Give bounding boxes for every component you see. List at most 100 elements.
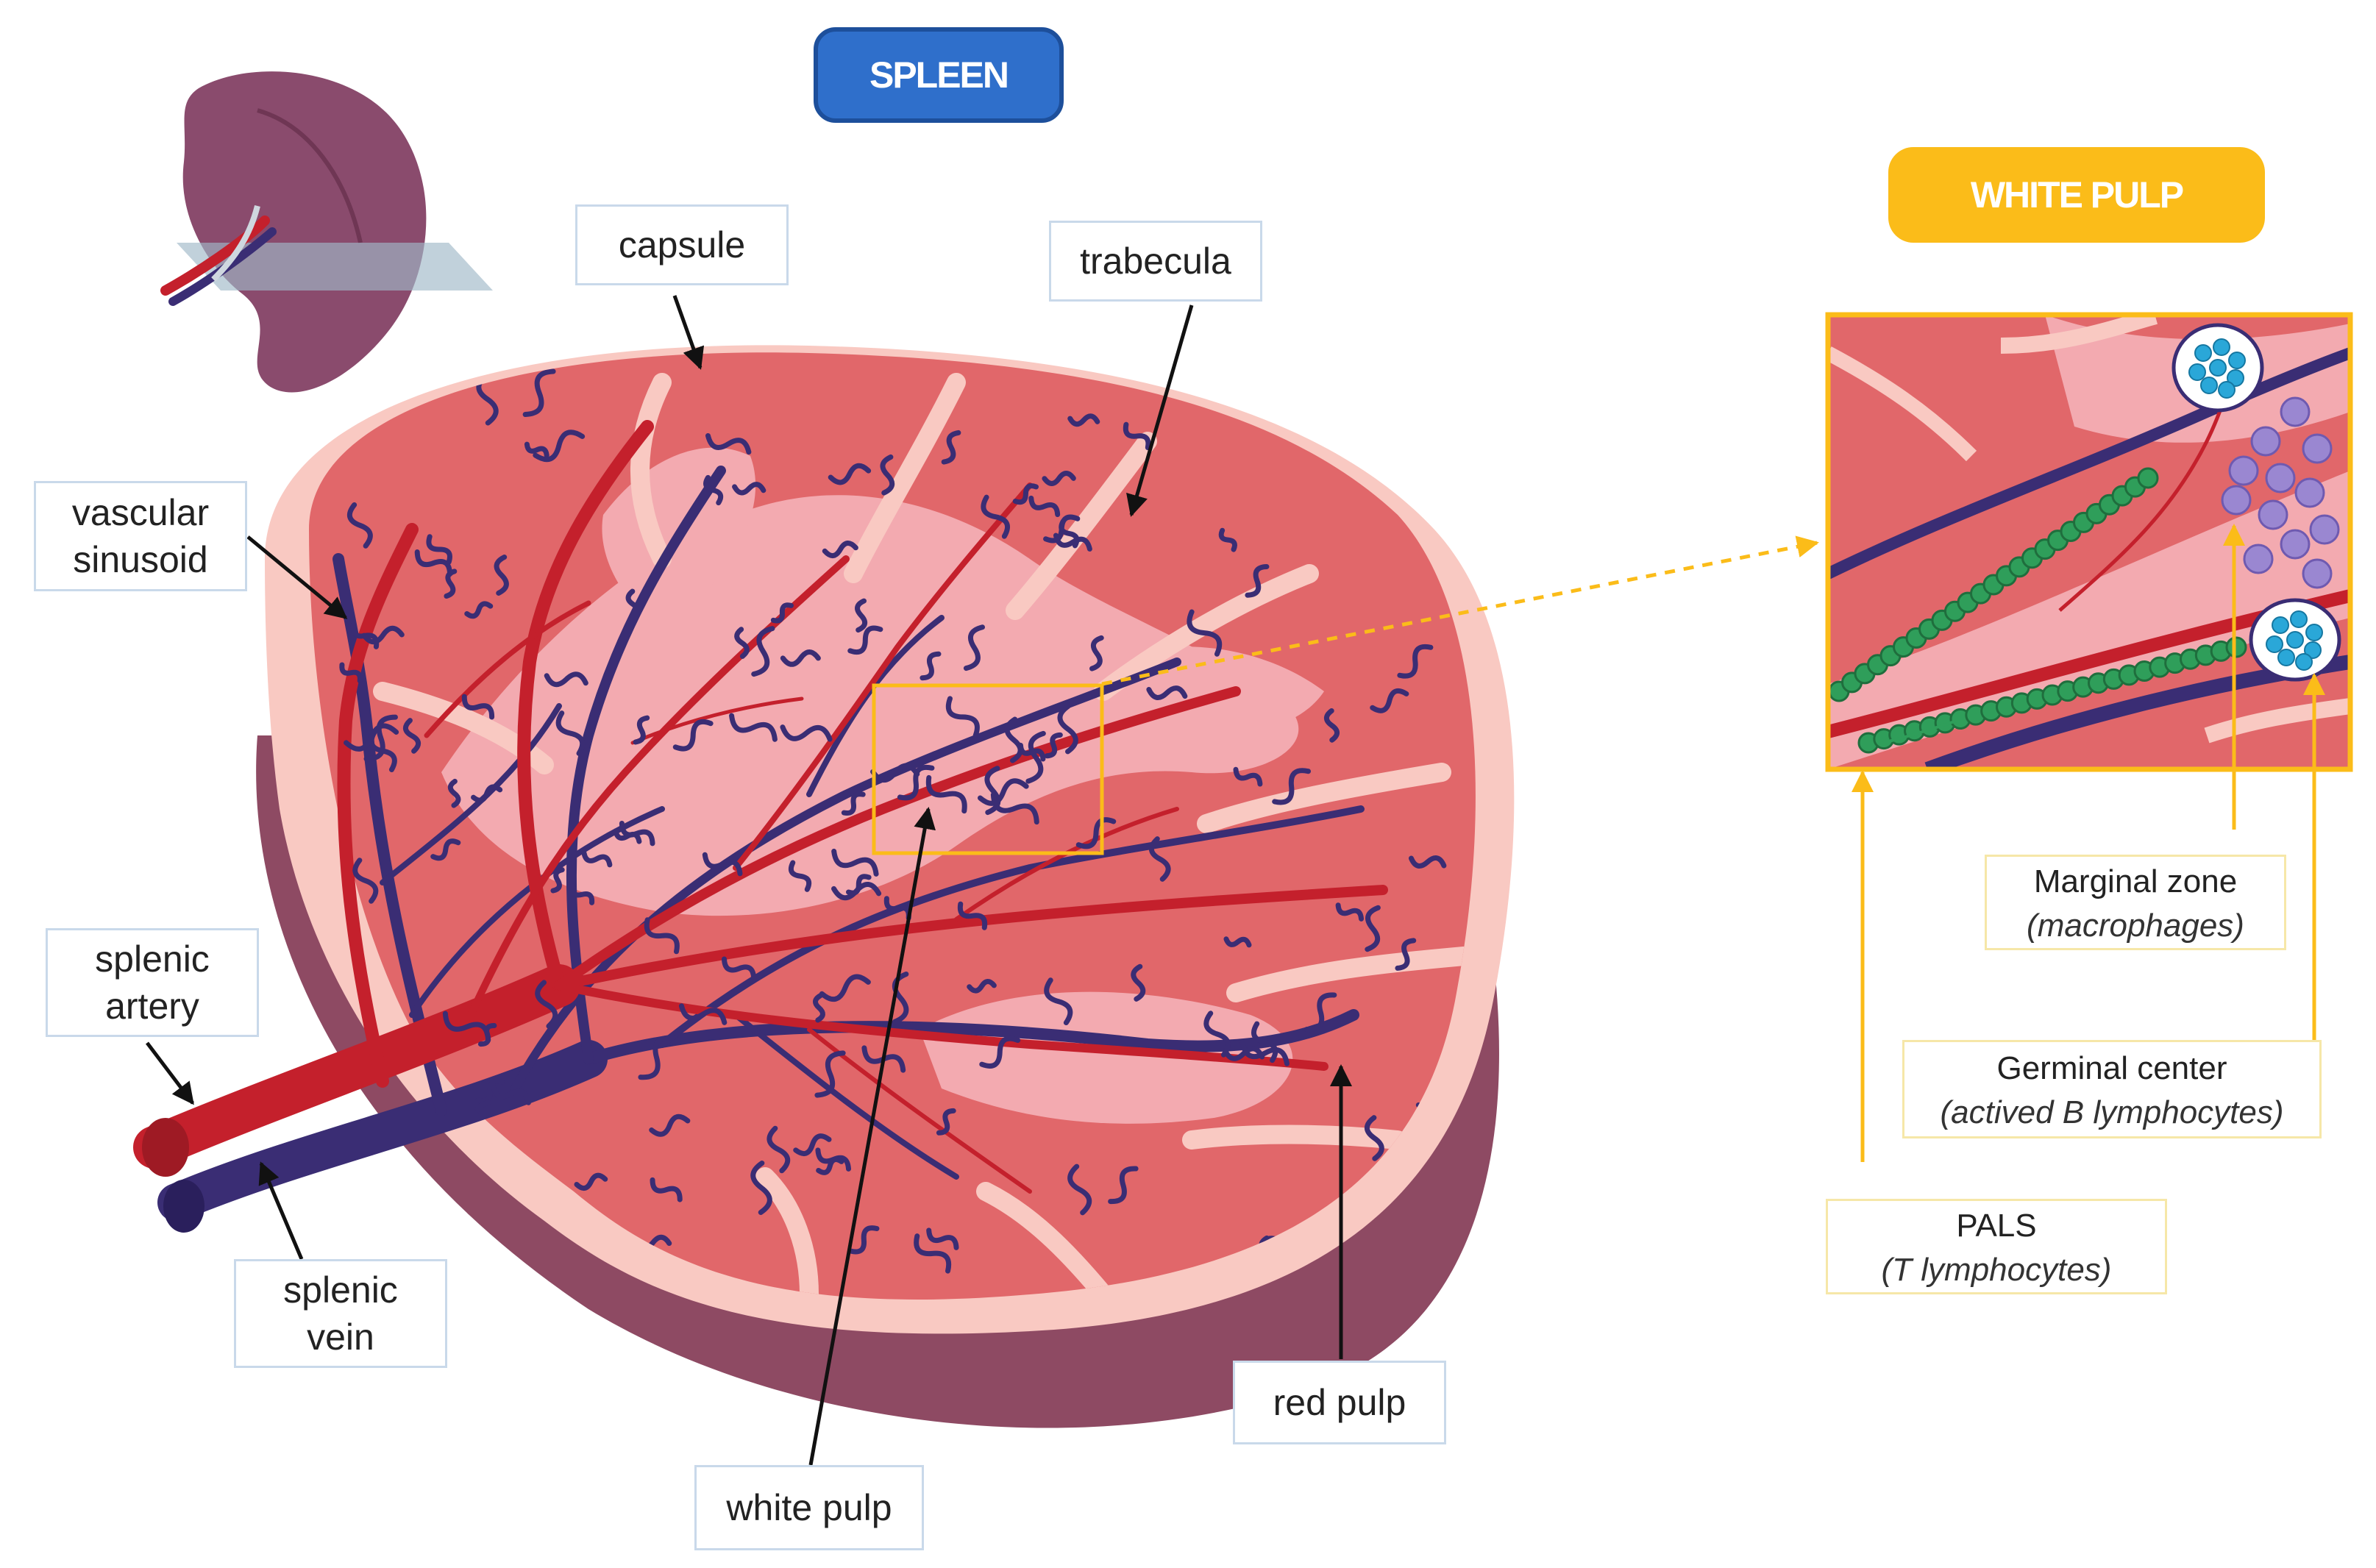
sinusoid-squiggle bbox=[490, 1083, 531, 1105]
sinusoid-squiggle bbox=[914, 1233, 952, 1274]
sinusoid-squiggle bbox=[361, 625, 405, 645]
sinusoid-squiggle bbox=[555, 710, 586, 756]
sinusoid-squiggle bbox=[703, 474, 724, 506]
macrophage bbox=[2250, 426, 2281, 457]
sinusoid-squiggle bbox=[788, 860, 812, 892]
vein-opening bbox=[163, 1180, 204, 1233]
sinusoid-squiggle bbox=[1148, 836, 1171, 882]
sinusoid-squiggle bbox=[780, 649, 821, 667]
splenic-artery-line2: artery bbox=[105, 986, 199, 1027]
t-lymphocyte bbox=[2225, 636, 2247, 658]
sinusoid-squiggle bbox=[1067, 1163, 1092, 1216]
sinusoid-squiggle bbox=[702, 852, 743, 877]
red-pulp-label-text: red pulp bbox=[1273, 1382, 1406, 1423]
splenic-vein-line1: splenic bbox=[283, 1269, 398, 1311]
marginal-zone-macrophages bbox=[2221, 396, 2340, 589]
b-lymphocyte bbox=[2305, 624, 2323, 641]
sinusoid-squiggle bbox=[1187, 609, 1223, 657]
b-lymphocyte bbox=[2227, 369, 2244, 387]
sinusoid-squiggle bbox=[721, 956, 757, 981]
sinusoid-squiggle bbox=[1365, 905, 1381, 952]
marginal-zone-label: Marginal zone (macrophages) bbox=[1985, 855, 2286, 950]
sinusoid-squiggle bbox=[494, 555, 509, 596]
trabecula-label-text: trabecula bbox=[1080, 240, 1231, 282]
sinusoid-squiggle bbox=[550, 867, 565, 894]
sinusoid-squiggle bbox=[475, 1078, 505, 1104]
sinusoid-squiggle bbox=[430, 838, 461, 861]
sinusoid-squiggle bbox=[613, 828, 642, 844]
sinusoid-squiggle bbox=[1044, 977, 1073, 1026]
sinusoid-squiggle bbox=[963, 624, 985, 671]
sinusoid-squiggle bbox=[649, 1113, 691, 1137]
trabecula-label: trabecula bbox=[1049, 221, 1262, 302]
macrophage bbox=[2243, 544, 2274, 574]
macrophage bbox=[2309, 514, 2340, 545]
sinusoid-squiggle bbox=[402, 718, 422, 754]
marginal-zone-name: Marginal zone bbox=[2033, 863, 2238, 899]
sinusoid-squiggle bbox=[447, 778, 461, 808]
sinusoid-squiggle bbox=[855, 598, 868, 633]
b-lymphocyte bbox=[2295, 653, 2313, 671]
sinusoid-squiggle bbox=[822, 541, 858, 559]
sinusoid-squiggle bbox=[1239, 1040, 1290, 1066]
spleen-title-pill: SPLEEN bbox=[814, 27, 1064, 123]
macrophage bbox=[2228, 455, 2259, 486]
sinusoid-squiggle bbox=[569, 883, 595, 905]
white-pulp-label-text: white pulp bbox=[726, 1487, 892, 1528]
sinusoid-squiggle bbox=[941, 430, 961, 465]
vascular-sinusoid-line2: sinusoid bbox=[73, 539, 208, 580]
sinusoid-squiggle bbox=[936, 1108, 956, 1136]
sinusoid-squiggle bbox=[814, 1050, 846, 1098]
sinusoid-squiggle bbox=[499, 1261, 532, 1283]
sinusoid-squiggle bbox=[766, 1125, 791, 1174]
white-pulp-title-pill: WHITE PULP bbox=[1888, 147, 2265, 243]
white-pulp-label: white pulp bbox=[694, 1465, 924, 1550]
vein-tree bbox=[157, 466, 1365, 1222]
sinusoid-squiggle bbox=[638, 1035, 675, 1080]
sinusoid-squiggle bbox=[981, 494, 1010, 539]
germinal-center-detail: (actived B lymphocytes) bbox=[1940, 1094, 2284, 1130]
splenic-artery-label: splenic artery bbox=[46, 928, 259, 1037]
sinusoid-squiggle bbox=[319, 1238, 346, 1264]
sinusoid-squiggle bbox=[945, 696, 980, 738]
sinusoid-squiggle bbox=[464, 601, 494, 619]
sinusoid-squiggle bbox=[967, 978, 997, 994]
sinusoid-squiggle bbox=[734, 627, 750, 659]
macrophage bbox=[2280, 396, 2311, 427]
sinusoid-squiggle bbox=[848, 1225, 880, 1255]
pals-detail: (T lymphocytes) bbox=[1881, 1252, 2112, 1288]
sinusoid-squiggle bbox=[1364, 1115, 1384, 1161]
macrophage bbox=[2294, 477, 2325, 508]
sinusoid-squiggle bbox=[750, 1161, 772, 1215]
sinusoid-squiggle bbox=[1408, 855, 1447, 869]
sinusoid-squiggle bbox=[672, 719, 714, 752]
sinusoid-squiggle bbox=[897, 764, 935, 801]
sinusoid-squiggle bbox=[813, 993, 825, 1023]
sinusoid-squiggle bbox=[847, 625, 883, 655]
sinusoid-squiggle bbox=[344, 723, 399, 752]
sinusoid-squiggle bbox=[1304, 992, 1337, 1033]
b-lymphocyte bbox=[2200, 377, 2218, 394]
sinusoid-squiggle bbox=[650, 1177, 683, 1202]
white-pulp-inset bbox=[1825, 312, 2353, 772]
sinusoid-squiggle bbox=[1108, 1166, 1139, 1205]
callout-arrows bbox=[146, 295, 1352, 1466]
pals-name: PALS bbox=[1956, 1208, 2037, 1244]
sinusoid-squiggle bbox=[925, 774, 967, 814]
sinusoid-squiggle bbox=[533, 430, 586, 463]
sinusoid-squiggle bbox=[442, 1011, 491, 1043]
b-lymphocyte bbox=[2188, 363, 2206, 381]
b-lymphocyte bbox=[2218, 381, 2235, 399]
sinusoid-squiggle bbox=[816, 1157, 844, 1175]
sinusoid-squiggle bbox=[471, 784, 503, 803]
artery-opening bbox=[142, 1118, 189, 1177]
sinusoid-squiggle bbox=[1397, 644, 1434, 679]
whole-spleen-icon bbox=[160, 71, 493, 393]
sinusoid-squiggle bbox=[1089, 635, 1104, 671]
sinusoid-squiggle bbox=[1075, 817, 1117, 849]
macrophage bbox=[2302, 558, 2333, 589]
sinusoid-squiggle bbox=[831, 849, 879, 877]
sinusoid-squiggle bbox=[1323, 708, 1340, 743]
sinusoid-squiggle bbox=[346, 502, 373, 549]
germinal-center-name: Germinal center bbox=[1996, 1050, 2227, 1086]
